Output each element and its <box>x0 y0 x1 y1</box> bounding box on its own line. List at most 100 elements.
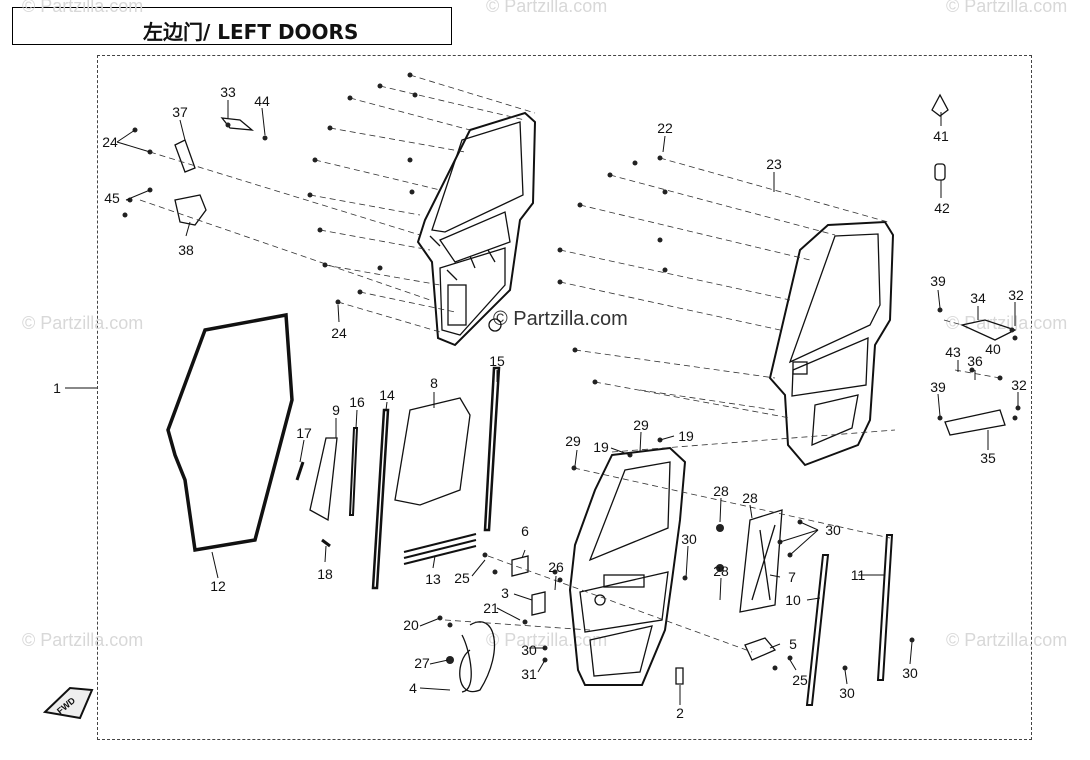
callout-30c: 30 <box>521 642 537 658</box>
callout-41: 41 <box>933 128 949 144</box>
clip-2 <box>675 667 684 685</box>
cap-41 <box>931 93 949 117</box>
callout-23: 23 <box>766 156 782 172</box>
page-title: 左边门/ LEFT DOORS <box>143 20 359 44</box>
door-frame-left <box>416 111 537 347</box>
rail-10 <box>805 554 830 706</box>
callout-30a: 30 <box>681 531 697 547</box>
callout-37: 37 <box>172 104 188 120</box>
callout-16: 16 <box>349 394 365 410</box>
strips-13 <box>403 533 477 565</box>
callout-36: 36 <box>967 353 983 369</box>
fwd-arrow-icon <box>42 686 94 720</box>
callout-18: 18 <box>317 566 333 582</box>
glass-9 <box>309 437 338 522</box>
callout-43: 43 <box>945 344 961 360</box>
alignment-lines <box>139 74 1001 653</box>
callout-30d: 30 <box>839 685 855 701</box>
door-shell-right <box>768 220 895 467</box>
callout-9: 9 <box>332 402 340 418</box>
rail-11 <box>876 534 894 681</box>
callout-4: 4 <box>409 680 417 696</box>
handle-5 <box>744 637 777 661</box>
trim-37 <box>174 139 196 173</box>
callout-42: 42 <box>934 200 950 216</box>
callout-27: 27 <box>414 655 430 671</box>
callout-5: 5 <box>789 636 797 652</box>
callout-1: 1 <box>53 380 61 396</box>
title-box: 左边门/ LEFT DOORS <box>12 7 452 45</box>
callout-19a: 19 <box>593 439 609 455</box>
window-regulator-7 <box>739 509 783 613</box>
grommet-42 <box>934 163 946 181</box>
callout-30e: 30 <box>902 665 918 681</box>
callout-15: 15 <box>489 353 505 369</box>
callout-11: 11 <box>851 567 866 583</box>
watermark-bottom-left: © Partzilla.com <box>22 630 144 650</box>
callout-28b: 28 <box>742 490 758 506</box>
callout-30b: 30 <box>825 522 841 538</box>
callout-21: 21 <box>483 600 499 616</box>
watermark-top-right: © Partzilla.com <box>946 0 1068 16</box>
callout-24a: 24 <box>102 134 118 150</box>
window-glass-8 <box>394 397 471 506</box>
trim-38 <box>174 194 207 226</box>
watermark-top-center: © Partzilla.com <box>486 0 608 16</box>
callout-17: 17 <box>296 425 312 441</box>
watermark-top-left: © Partzilla.com <box>22 0 144 16</box>
door-inner-panel <box>568 446 687 686</box>
fasteners <box>122 72 1021 671</box>
door-seal-12 <box>166 312 294 553</box>
callout-24b: 24 <box>331 325 347 341</box>
watermark-bottom-right: © Partzilla.com <box>946 630 1068 650</box>
callout-28a: 28 <box>713 483 729 499</box>
callout-25b: 25 <box>792 672 808 688</box>
callout-14: 14 <box>379 387 395 403</box>
callout-32b: 32 <box>1011 377 1027 393</box>
leader-lines <box>65 100 1019 705</box>
hinge-34 <box>959 319 1017 341</box>
callout-7: 7 <box>788 569 796 585</box>
bracket-3 <box>531 591 546 616</box>
watermark-mid-right: © Partzilla.com <box>946 313 1068 333</box>
clip-17 <box>295 461 305 481</box>
callout-labels: 1 2 3 4 5 6 7 8 9 10 11 12 13 14 15 16 1… <box>53 84 1027 721</box>
callout-10: 10 <box>785 592 801 608</box>
seal-14 <box>371 408 390 590</box>
cable-4 <box>459 621 496 693</box>
strip-16 <box>348 427 359 516</box>
callout-26: 26 <box>548 559 564 575</box>
callout-29a: 29 <box>565 433 581 449</box>
watermark-center: © Partzilla.com <box>493 308 628 330</box>
channel-15 <box>483 366 501 532</box>
callout-29b: 29 <box>633 417 649 433</box>
callout-33: 33 <box>220 84 236 100</box>
callout-45: 45 <box>104 190 120 206</box>
callout-25a: 25 <box>454 570 470 586</box>
callout-13: 13 <box>425 571 441 587</box>
callout-39a: 39 <box>930 273 946 289</box>
callout-44: 44 <box>254 93 270 109</box>
callout-34: 34 <box>970 290 986 306</box>
watermark-mid-left: © Partzilla.com <box>22 313 144 333</box>
callout-20: 20 <box>403 617 419 633</box>
callout-35: 35 <box>980 450 996 466</box>
callout-19b: 19 <box>678 428 694 444</box>
callout-32a: 32 <box>1008 287 1024 303</box>
callout-22: 22 <box>657 120 673 136</box>
callout-12: 12 <box>210 578 226 594</box>
watermark-bottom-center: © Partzilla.com <box>486 630 608 650</box>
callout-6: 6 <box>521 523 529 539</box>
latch-6 <box>511 555 529 577</box>
callout-31: 31 <box>521 666 537 682</box>
callout-39b: 39 <box>930 379 946 395</box>
callout-2: 2 <box>676 705 684 721</box>
callout-8: 8 <box>430 375 438 391</box>
callout-3: 3 <box>501 585 509 601</box>
callout-28c: 28 <box>713 563 729 579</box>
pin-18 <box>321 538 331 548</box>
callout-40: 40 <box>985 341 1001 357</box>
hinge-35 <box>944 409 1006 436</box>
diagram-frame <box>97 55 1032 740</box>
